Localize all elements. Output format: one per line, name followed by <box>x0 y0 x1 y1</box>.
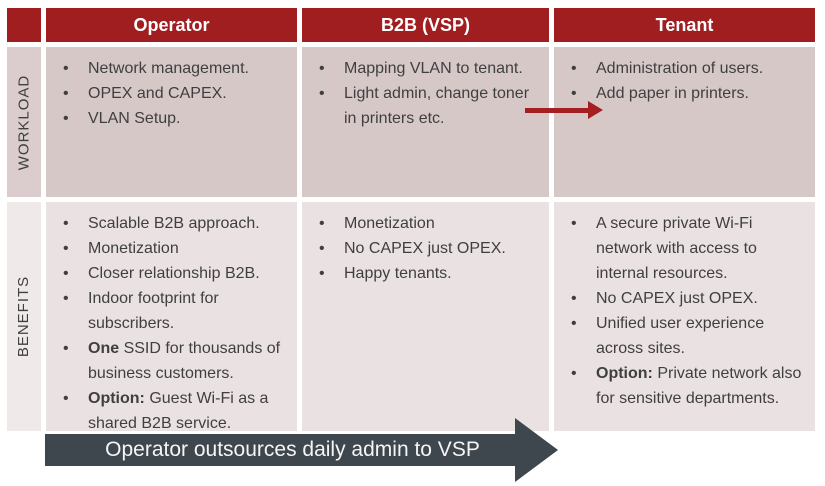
bullet-list: A secure private Wi-Fi network with acce… <box>554 211 809 411</box>
row-label-workload-text: WORKLOAD <box>15 74 33 170</box>
item-text: Light admin, change toner in printers et… <box>344 85 530 127</box>
bullet-list: Mapping VLAN to tenant. Light admin, cha… <box>302 56 543 131</box>
list-item: Monetization <box>302 211 543 236</box>
item-text: A secure private Wi-Fi network with acce… <box>596 215 757 282</box>
list-item: A secure private Wi-Fi network with acce… <box>554 211 809 286</box>
item-text: Administration of users. <box>596 60 764 77</box>
item-bold-text: Option: <box>596 365 653 382</box>
list-item: Indoor footprint for subscribers. <box>46 286 291 336</box>
list-item: Mapping VLAN to tenant. <box>302 56 543 81</box>
list-item: Monetization <box>46 236 291 261</box>
list-item: No CAPEX just OPEX. <box>554 286 809 311</box>
item-text: No CAPEX just OPEX. <box>344 240 506 257</box>
list-item: One SSID for thousands of business custo… <box>46 336 291 386</box>
item-text: VLAN Setup. <box>88 110 181 127</box>
item-text: Scalable B2B approach. <box>88 215 260 232</box>
item-bold-text: Option: <box>88 390 145 407</box>
bullet-list: Monetization No CAPEX just OPEX. Happy t… <box>302 211 543 286</box>
bullet-list: Scalable B2B approach. Monetization Clos… <box>46 211 291 436</box>
banner-label: Operator outsources daily admin to VSP <box>105 438 480 461</box>
row-label-benefits-text: BENEFITS <box>15 275 33 358</box>
banner-arrow-body <box>45 434 515 466</box>
item-text: Mapping VLAN to tenant. <box>344 60 523 77</box>
item-text: Private network also for sensitive depar… <box>596 365 802 407</box>
bullet-list: Administration of users. Add paper in pr… <box>554 56 809 106</box>
banner-arrow-head <box>515 418 558 482</box>
list-item: Light admin, change toner in printers et… <box>302 81 543 131</box>
item-text: Guest Wi-Fi as a shared B2B service. <box>88 390 269 432</box>
column-header-b2b-vsp: B2B (VSP) <box>302 8 549 42</box>
list-item: OPEX and CAPEX. <box>46 81 291 106</box>
item-text: OPEX and CAPEX. <box>88 85 227 102</box>
column-header-tenant: Tenant <box>554 8 815 42</box>
item-text: Network management. <box>88 60 249 77</box>
cell-workload-b2b-vsp: Mapping VLAN to tenant. Light admin, cha… <box>302 47 549 197</box>
cell-workload-operator: Network management. OPEX and CAPEX. VLAN… <box>46 47 297 197</box>
item-text: SSID for thousands of business customers… <box>88 340 281 382</box>
workload-handover-right-arrow-icon <box>525 101 603 120</box>
cell-benefits-operator: Scalable B2B approach. Monetization Clos… <box>46 202 297 432</box>
list-item: Unified user experience across sites. <box>554 311 809 361</box>
table-corner <box>7 8 41 42</box>
item-text: Monetization <box>344 215 435 232</box>
cell-benefits-tenant: A secure private Wi-Fi network with acce… <box>554 202 815 431</box>
arrow-head <box>588 101 603 119</box>
list-item: No CAPEX just OPEX. <box>302 236 543 261</box>
item-text: Monetization <box>88 240 179 257</box>
cell-benefits-b2b-vsp: Monetization No CAPEX just OPEX. Happy t… <box>302 202 549 431</box>
item-text: No CAPEX just OPEX. <box>596 290 758 307</box>
list-item: VLAN Setup. <box>46 106 291 131</box>
list-item: Closer relationship B2B. <box>46 261 291 286</box>
list-item: Scalable B2B approach. <box>46 211 291 236</box>
item-text: Add paper in printers. <box>596 85 749 102</box>
item-text: Happy tenants. <box>344 265 452 282</box>
cell-workload-tenant: Administration of users. Add paper in pr… <box>554 47 815 197</box>
column-header-operator: Operator <box>46 8 297 42</box>
row-label-benefits: BENEFITS <box>7 202 41 431</box>
arrow-shaft <box>525 108 588 113</box>
item-text: Unified user experience across sites. <box>596 315 765 357</box>
comparison-table: Operator B2B (VSP) Tenant WORKLOAD Netwo… <box>7 8 815 432</box>
bullet-list: Network management. OPEX and CAPEX. VLAN… <box>46 56 291 131</box>
list-item: Network management. <box>46 56 291 81</box>
item-text: Indoor footprint for subscribers. <box>88 290 219 332</box>
list-item: Option: Private network also for sensiti… <box>554 361 809 411</box>
list-item: Administration of users. <box>554 56 809 81</box>
item-bold-text: One <box>88 340 120 357</box>
list-item: Happy tenants. <box>302 261 543 286</box>
row-label-workload: WORKLOAD <box>7 47 41 197</box>
operator-outsources-banner-arrow: Operator outsources daily admin to VSP <box>45 418 558 482</box>
list-item: Option: Guest Wi-Fi as a shared B2B serv… <box>46 386 291 436</box>
item-text: Closer relationship B2B. <box>88 265 260 282</box>
list-item: Add paper in printers. <box>554 81 809 106</box>
